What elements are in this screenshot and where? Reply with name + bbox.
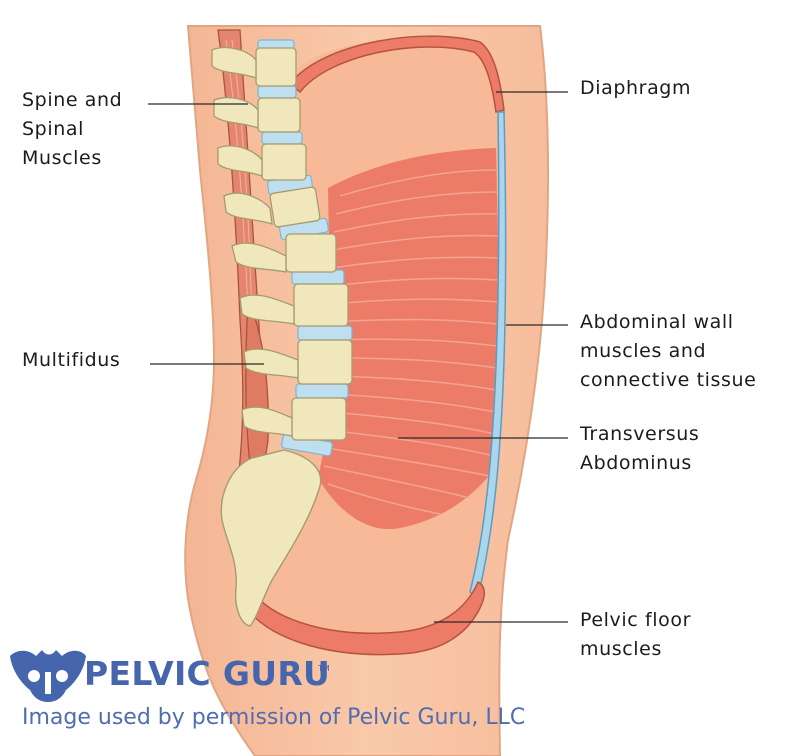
label-spine: Spine and Spinal Muscles <box>22 89 123 169</box>
label-transversus: Transversus Abdominus <box>580 423 700 474</box>
label-multifidus: Multifidus <box>22 349 121 371</box>
pelvic-floor <box>238 580 485 656</box>
brand-name: PELVIC GURU <box>84 654 331 693</box>
diaphragm <box>288 35 505 113</box>
sacrum <box>220 449 322 627</box>
trademark-mark: TM <box>318 664 330 673</box>
leader-lines <box>148 91 568 623</box>
spine <box>211 39 353 627</box>
label-abdominal-wall: Abdominal wall muscles and connective ti… <box>580 311 757 391</box>
label-pelvic-floor: Pelvic floor muscles <box>580 609 691 660</box>
label-diaphragm: Diaphragm <box>580 77 692 99</box>
pelvis-icon <box>10 650 86 702</box>
image-credit: Image used by permission of Pelvic Guru,… <box>22 705 526 730</box>
transversus-muscle <box>318 148 500 530</box>
